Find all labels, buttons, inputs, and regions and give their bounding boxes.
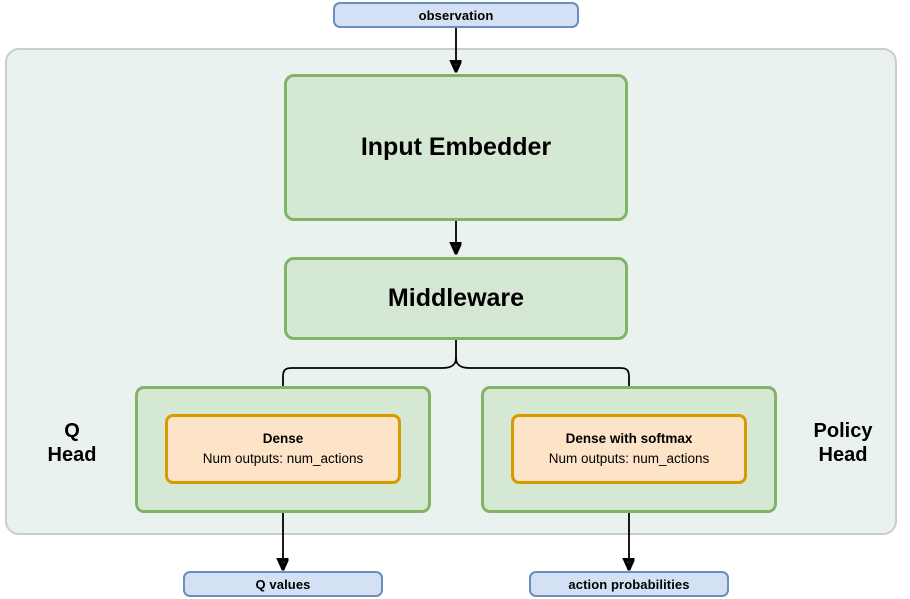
policy-head-side-label: Policy Head — [793, 419, 893, 468]
action-probabilities-output-box[interactable]: action probabilities — [529, 571, 729, 597]
middleware-label: Middleware — [387, 284, 525, 312]
q-head-side-label-line2: Head — [47, 444, 97, 467]
q-values-output-box[interactable]: Q values — [183, 571, 383, 597]
input-embedder-box[interactable]: Input Embedder — [284, 74, 628, 221]
policy-head-dense-subtitle: Num outputs: num_actions — [548, 451, 710, 466]
policy-head-dense-box[interactable]: Dense with softmax Num outputs: num_acti… — [511, 414, 747, 484]
q-values-label: Q values — [255, 576, 311, 592]
observation-box[interactable]: observation — [333, 2, 579, 28]
q-head-dense-subtitle: Num outputs: num_actions — [202, 451, 364, 466]
input-embedder-label: Input Embedder — [360, 133, 552, 161]
q-head-side-label-line1: Q — [64, 420, 80, 442]
policy-head-side-label-line1: Policy — [813, 420, 873, 442]
policy-head-dense-title: Dense with softmax — [565, 430, 693, 446]
action-probabilities-label: action probabilities — [568, 576, 690, 592]
observation-label: observation — [418, 7, 494, 23]
q-head-dense-box[interactable]: Dense Num outputs: num_actions — [165, 414, 401, 484]
q-head-side-label: Q Head — [26, 419, 118, 468]
middleware-box[interactable]: Middleware — [284, 257, 628, 340]
policy-head-side-label-line2: Head — [818, 444, 868, 467]
q-head-dense-title: Dense — [262, 430, 304, 446]
